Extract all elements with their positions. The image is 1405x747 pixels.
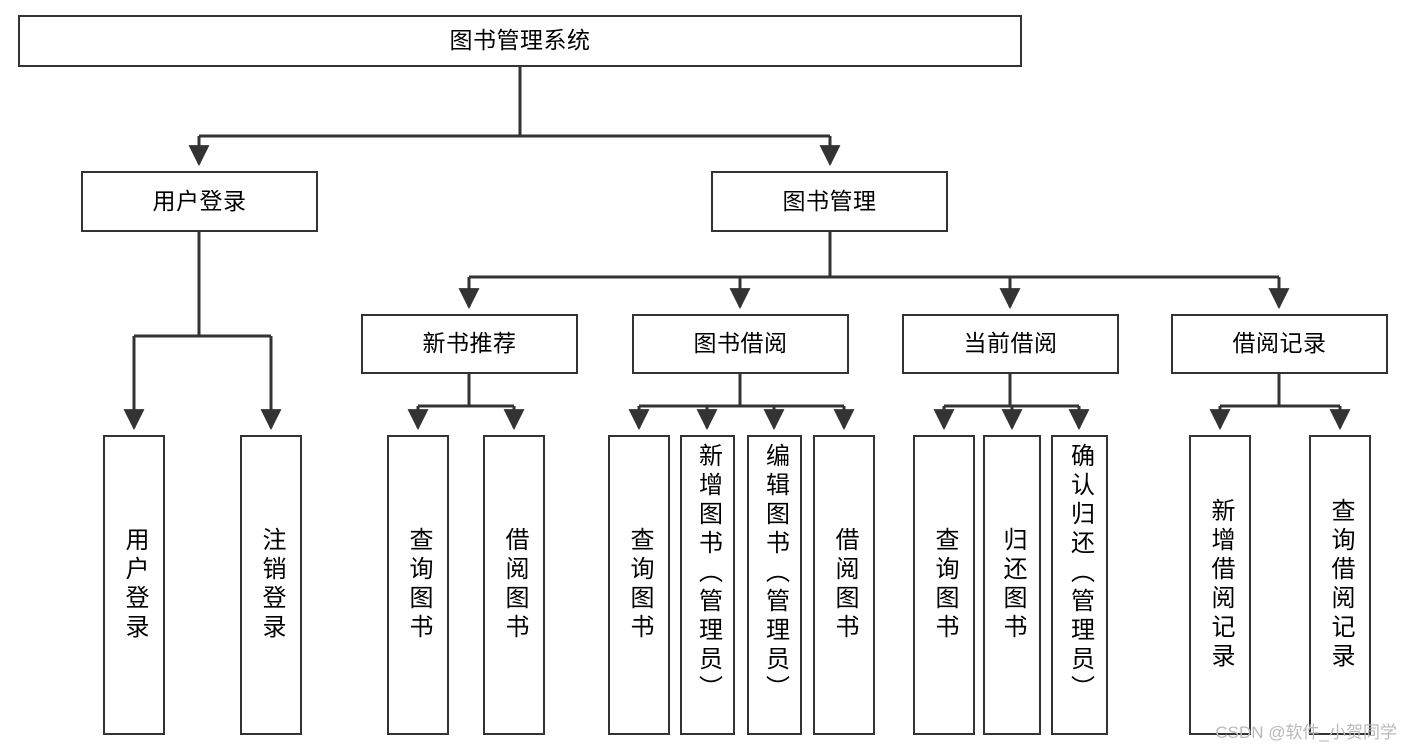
node-leaf-query-book-1-label: 查询图书 — [405, 527, 432, 643]
node-leaf-return-book-label: 归还图书 — [999, 527, 1026, 643]
node-leaf-logout[interactable]: 注销登录 — [240, 435, 302, 735]
node-leaf-logout-label: 注销登录 — [258, 527, 285, 643]
node-user-login[interactable]: 用户登录 — [81, 171, 318, 232]
node-leaf-query-book-2-label: 查询图书 — [626, 527, 653, 643]
node-borrow-record[interactable]: 借阅记录 — [1171, 314, 1388, 374]
node-book-manage-label: 图书管理 — [782, 187, 877, 214]
node-leaf-query-record[interactable]: 查询借阅记录 — [1309, 435, 1371, 735]
node-leaf-query-book-3[interactable]: 查询图书 — [913, 435, 975, 735]
node-leaf-borrow-book-1[interactable]: 借阅图书 — [483, 435, 545, 735]
node-leaf-borrow-book-1-label: 借阅图书 — [501, 527, 528, 643]
node-leaf-borrow-book-2[interactable]: 借阅图书 — [813, 435, 875, 735]
node-book-manage[interactable]: 图书管理 — [711, 171, 948, 232]
node-leaf-user-login-label: 用户登录 — [121, 527, 148, 643]
node-new-book-rec-label: 新书推荐 — [422, 330, 517, 357]
node-leaf-borrow-book-2-label: 借阅图书 — [831, 527, 858, 643]
node-leaf-query-record-label: 查询借阅记录 — [1327, 498, 1354, 672]
node-leaf-add-record-label: 新增借阅记录 — [1207, 498, 1234, 672]
node-current-borrow[interactable]: 当前借阅 — [902, 314, 1119, 374]
watermark-text: CSDN @软件_小贺同学 — [1215, 723, 1397, 742]
node-leaf-return-book[interactable]: 归还图书 — [983, 435, 1041, 735]
node-current-borrow-label: 当前借阅 — [963, 330, 1058, 357]
node-leaf-add-book-label: 新增图书（管理员） — [694, 443, 722, 704]
node-leaf-edit-book-label: 编辑图书（管理员） — [761, 443, 789, 704]
node-new-book-rec[interactable]: 新书推荐 — [361, 314, 578, 374]
node-leaf-confirm-return-label: 确认归还（管理员） — [1066, 443, 1094, 704]
node-leaf-user-login[interactable]: 用户登录 — [103, 435, 165, 735]
node-leaf-query-book-1[interactable]: 查询图书 — [387, 435, 449, 735]
node-book-borrow-label: 图书借阅 — [693, 330, 788, 357]
node-root-label: 图书管理系统 — [449, 27, 591, 54]
node-book-borrow[interactable]: 图书借阅 — [632, 314, 849, 374]
node-borrow-record-label: 借阅记录 — [1232, 330, 1327, 357]
node-leaf-edit-book[interactable]: 编辑图书（管理员） — [747, 435, 802, 735]
node-root[interactable]: 图书管理系统 — [18, 15, 1022, 67]
node-leaf-confirm-return[interactable]: 确认归还（管理员） — [1051, 435, 1108, 735]
node-leaf-query-book-2[interactable]: 查询图书 — [608, 435, 670, 735]
node-user-login-label: 用户登录 — [152, 187, 247, 214]
node-leaf-add-book[interactable]: 新增图书（管理员） — [680, 435, 735, 735]
node-leaf-query-book-3-label: 查询图书 — [931, 527, 958, 643]
node-leaf-add-record[interactable]: 新增借阅记录 — [1189, 435, 1251, 735]
